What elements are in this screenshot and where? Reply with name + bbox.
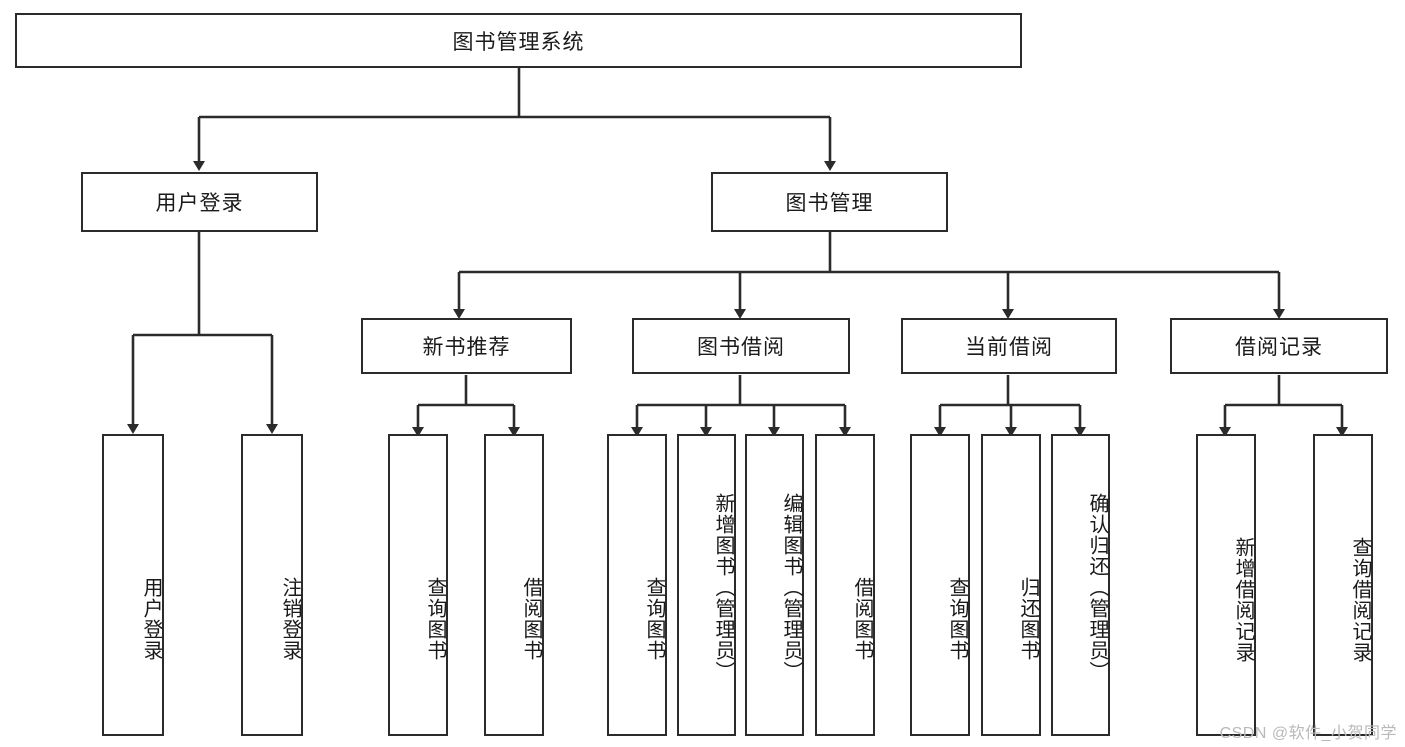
leaf-borrow-book-2[interactable]: 借阅图书 <box>815 434 875 736</box>
node-book-borrow-label: 图书借阅 <box>697 336 785 359</box>
leaf-query-book-1[interactable]: 查询图书 <box>388 434 448 736</box>
leaf-logout-login[interactable]: 注销登录 <box>241 434 303 736</box>
leaf-query-record-label: 查询借阅记录 <box>1349 537 1371 663</box>
node-new-book-recommend-label: 新书推荐 <box>422 336 511 359</box>
leaf-query-book-3-label: 查询图书 <box>946 577 968 661</box>
node-new-book-recommend[interactable]: 新书推荐 <box>361 318 572 374</box>
leaf-confirm-return-label: 确认归还（管理员） <box>1086 492 1108 682</box>
node-book-management[interactable]: 图书管理 <box>711 172 948 232</box>
leaf-edit-book[interactable]: 编辑图书（管理员） <box>745 434 804 736</box>
leaf-add-book[interactable]: 新增图书（管理员） <box>677 434 736 736</box>
leaf-borrow-book-1-label: 借阅图书 <box>520 577 542 661</box>
leaf-return-book-label: 归还图书 <box>1017 577 1039 661</box>
node-user-login[interactable]: 用户登录 <box>81 172 318 232</box>
node-book-management-label: 图书管理 <box>785 192 874 215</box>
leaf-logout-login-label: 注销登录 <box>279 577 301 661</box>
leaf-confirm-return[interactable]: 确认归还（管理员） <box>1051 434 1110 736</box>
leaf-query-book-1-label: 查询图书 <box>424 577 446 661</box>
csdn-watermark: CSDN @软件_小贺同学 <box>1219 725 1397 742</box>
leaf-add-record[interactable]: 新增借阅记录 <box>1196 434 1256 736</box>
leaf-user-login-label: 用户登录 <box>140 577 162 661</box>
leaf-query-book-2[interactable]: 查询图书 <box>607 434 667 736</box>
leaf-user-login[interactable]: 用户登录 <box>102 434 164 736</box>
node-current-borrow-label: 当前借阅 <box>965 336 1053 359</box>
node-user-login-label: 用户登录 <box>155 192 244 215</box>
leaf-borrow-book-1[interactable]: 借阅图书 <box>484 434 544 736</box>
node-root-label: 图书管理系统 <box>452 30 585 54</box>
leaf-query-book-3[interactable]: 查询图书 <box>910 434 970 736</box>
node-root[interactable]: 图书管理系统 <box>15 13 1022 68</box>
node-borrow-record-label: 借阅记录 <box>1235 336 1323 359</box>
leaf-borrow-book-2-label: 借阅图书 <box>851 577 873 661</box>
leaf-query-book-2-label: 查询图书 <box>643 577 665 661</box>
node-current-borrow[interactable]: 当前借阅 <box>901 318 1117 374</box>
leaf-add-book-label: 新增图书（管理员） <box>712 492 734 682</box>
node-borrow-record[interactable]: 借阅记录 <box>1170 318 1388 374</box>
leaf-edit-book-label: 编辑图书（管理员） <box>780 492 802 682</box>
leaf-query-record[interactable]: 查询借阅记录 <box>1313 434 1373 736</box>
leaf-add-record-label: 新增借阅记录 <box>1232 537 1254 663</box>
node-book-borrow[interactable]: 图书借阅 <box>632 318 850 374</box>
leaf-return-book[interactable]: 归还图书 <box>981 434 1041 736</box>
